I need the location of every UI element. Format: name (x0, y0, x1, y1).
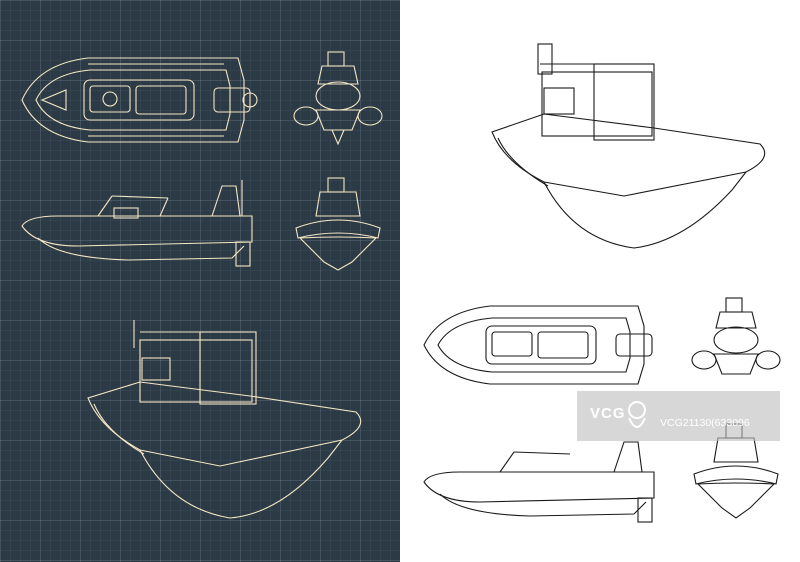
line-drawing-panel (400, 0, 800, 562)
boat-perspective-blueprint (87, 320, 362, 519)
blueprint-panel (0, 0, 400, 562)
boat-stern-view-blueprint (293, 51, 383, 146)
boat-top-view-blueprint (21, 57, 258, 143)
watermark-logo-icon (628, 401, 646, 428)
watermark-brand: VCG (590, 405, 626, 422)
watermark-id: VCG21130(633096 (660, 417, 750, 429)
boat-side-view-line (423, 441, 655, 523)
watermark-bar (577, 391, 780, 441)
boat-side-view-blueprint (21, 180, 253, 267)
boat-bow-view-blueprint (295, 177, 381, 271)
boat-stern-view-line (691, 297, 781, 375)
boat-top-view-line (423, 305, 653, 385)
boat-perspective-line (491, 43, 766, 249)
